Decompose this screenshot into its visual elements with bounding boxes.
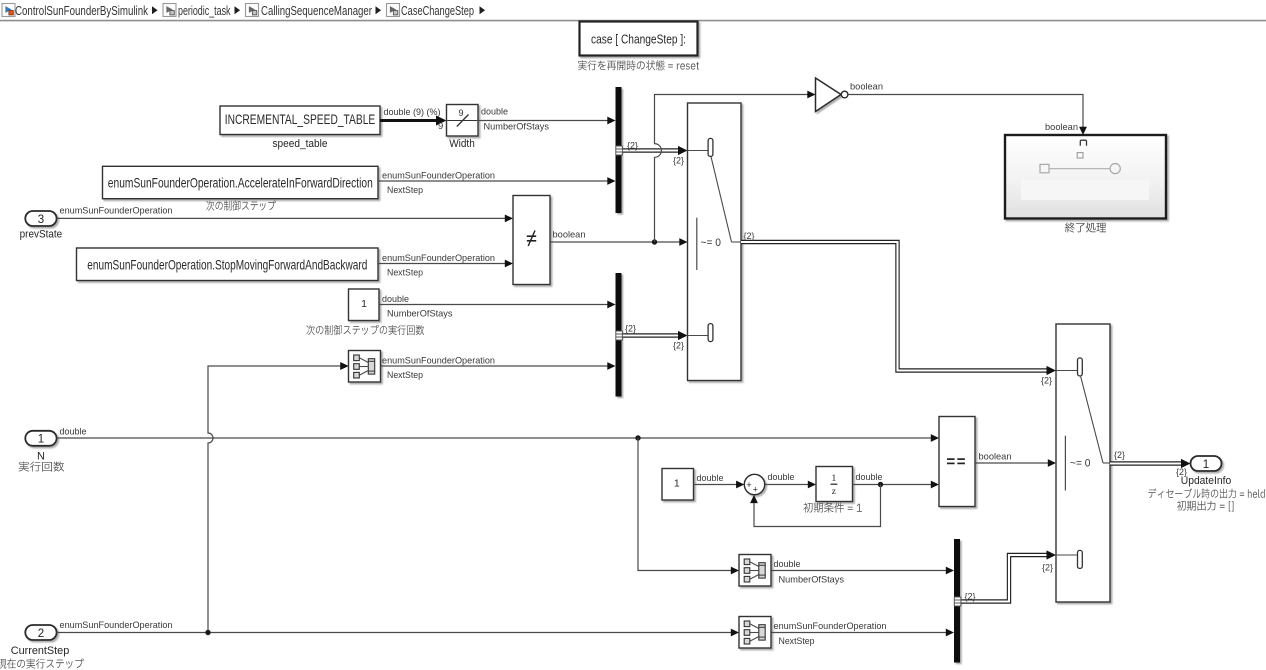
svg-text:NextStep: NextStep xyxy=(779,636,815,647)
svg-text:{2}: {2} xyxy=(1042,562,1053,573)
svg-text:double: double xyxy=(60,426,87,437)
svg-text:CurrentStep: CurrentStep xyxy=(11,645,70,657)
svg-text:1: 1 xyxy=(832,474,837,484)
svg-text:enumSunFounderOperation.Accele: enumSunFounderOperation.AccelerateInForw… xyxy=(108,174,373,190)
svg-text:prevState: prevState xyxy=(20,229,63,241)
svg-text:NextStep: NextStep xyxy=(387,185,423,196)
svg-text:enumSunFounderOperation: enumSunFounderOperation xyxy=(382,170,495,181)
svg-text:{2}: {2} xyxy=(1041,376,1052,387)
svg-text:CallingSequenceManager: CallingSequenceManager xyxy=(261,3,372,18)
svg-text:enumSunFounderOperation: enumSunFounderOperation xyxy=(382,355,495,366)
svg-text:boolean: boolean xyxy=(553,229,586,240)
svg-text:+: + xyxy=(753,484,758,494)
svg-text:double: double xyxy=(382,294,409,305)
svg-text:{2}: {2} xyxy=(673,156,684,167)
svg-text:{2}: {2} xyxy=(673,340,684,351)
svg-text:enumSunFounderOperation: enumSunFounderOperation xyxy=(382,253,495,264)
svg-text:boolean: boolean xyxy=(1045,122,1078,133)
svg-text:{2}: {2} xyxy=(965,592,976,603)
svg-text:2: 2 xyxy=(38,628,44,640)
svg-text:{2}: {2} xyxy=(625,323,636,334)
svg-text:1: 1 xyxy=(361,298,367,310)
svg-text:enumSunFounderOperation: enumSunFounderOperation xyxy=(60,205,173,216)
svg-text:NumberOfStays: NumberOfStays xyxy=(387,309,453,320)
svg-text:NumberOfStays: NumberOfStays xyxy=(484,122,550,133)
svg-text:double (9) (%): double (9) (%) xyxy=(384,107,441,118)
svg-text:NumberOfStays: NumberOfStays xyxy=(779,574,845,585)
svg-text:1: 1 xyxy=(38,434,44,446)
svg-text:~= 0: ~= 0 xyxy=(701,237,722,249)
svg-text:{2}: {2} xyxy=(627,140,638,151)
svg-text:double: double xyxy=(768,472,795,483)
svg-text:{2}: {2} xyxy=(1114,450,1125,461)
svg-text:enumSunFounderOperation: enumSunFounderOperation xyxy=(60,620,173,631)
svg-text:+: + xyxy=(746,480,751,490)
svg-text:9: 9 xyxy=(438,121,443,132)
svg-text:ControlSunFounderBySimulink: ControlSunFounderBySimulink xyxy=(15,3,148,18)
svg-text:double: double xyxy=(774,559,801,570)
svg-text:NextStep: NextStep xyxy=(387,370,423,381)
svg-text:{2}: {2} xyxy=(1176,467,1187,478)
svg-text:INCREMENTAL_SPEED_TABLE: INCREMENTAL_SPEED_TABLE xyxy=(225,111,376,127)
svg-text:9: 9 xyxy=(458,108,463,118)
svg-text:1: 1 xyxy=(674,478,680,490)
svg-text:double: double xyxy=(697,473,724,484)
svg-text:enumSunFounderOperation: enumSunFounderOperation xyxy=(774,621,887,632)
svg-text:NextStep: NextStep xyxy=(387,268,423,279)
svg-text:CaseChangeStep: CaseChangeStep xyxy=(401,3,474,18)
svg-text:~= 0: ~= 0 xyxy=(1070,458,1091,470)
svg-text:periodic_task: periodic_task xyxy=(178,3,231,18)
svg-text:1: 1 xyxy=(1203,459,1209,471)
svg-text:{2}: {2} xyxy=(744,231,755,242)
svg-text:UpdateInfo: UpdateInfo xyxy=(1181,475,1232,487)
svg-text:speed_table: speed_table xyxy=(273,138,328,150)
svg-text:double: double xyxy=(856,472,883,483)
svg-text:N: N xyxy=(37,451,45,463)
svg-text:3: 3 xyxy=(38,214,44,226)
svg-text:boolean: boolean xyxy=(850,81,883,92)
svg-text:double: double xyxy=(481,106,508,117)
svg-text:enumSunFounderOperation.StopMo: enumSunFounderOperation.StopMovingForwar… xyxy=(87,256,367,272)
svg-text:case [ ChangeStep ]:: case [ ChangeStep ]: xyxy=(591,31,686,46)
svg-text:z: z xyxy=(832,487,836,497)
svg-text:boolean: boolean xyxy=(979,451,1012,462)
svg-text:Width: Width xyxy=(449,138,475,150)
